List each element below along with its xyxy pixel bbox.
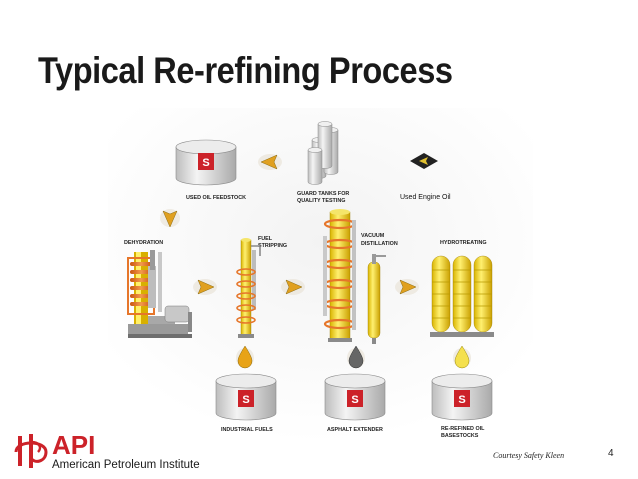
distillation-side-vessel: [367, 254, 386, 344]
label-asphalt-extender: ASPHALT EXTENDER: [327, 427, 383, 433]
rerefined-basestocks-tank: S: [431, 373, 493, 421]
basestock-drop-icon: [453, 345, 471, 369]
tank-logo-badge: [198, 153, 214, 170]
api-logo-icon: [14, 434, 48, 468]
guard-tanks: [307, 121, 339, 185]
label-hydrotreating: HYDROTREATING: [440, 240, 487, 246]
annotation-used-engine-oil: Used Engine Oil: [400, 194, 451, 201]
image-credit: Courtesy Safety Kleen: [493, 451, 565, 460]
label-vacuum-distillation-1: VACUUM: [361, 233, 385, 239]
flow-arrow-to-hydrotreating: [395, 279, 419, 295]
flow-arrow-to-fuel-stripping: [193, 279, 217, 295]
hydrotreating-reactors: [430, 255, 494, 337]
asphalt-extender-tank: S: [324, 373, 386, 421]
label-industrial-fuels: INDUSTRIAL FUELS: [221, 427, 273, 433]
fuel-stripping-column: [236, 238, 261, 338]
api-logo-text: API: [52, 430, 96, 460]
asphalt-extender-drop-icon: [347, 345, 365, 369]
used-oil-feedstock-tank: S: [175, 139, 237, 186]
label-vacuum-distillation-2: DISTILLATION: [361, 241, 398, 247]
slide-title: Typical Re-refining Process: [38, 50, 453, 91]
label-rerefined-2: BASESTOCKS: [441, 433, 479, 439]
label-used-oil-feedstock: USED OIL FEEDSTOCK: [186, 195, 246, 201]
label-fuel-stripping-2: STRIPPING: [258, 243, 287, 249]
flow-arrow-to-dehydration: [160, 209, 180, 228]
flow-arrow-to-vacuum-distillation: [281, 279, 305, 295]
label-dehydration: DEHYDRATION: [124, 240, 163, 246]
tank-logo-letter: S: [202, 157, 209, 169]
tank-logo-letter: S: [242, 394, 249, 406]
used-engine-oil-drop-icon: [410, 153, 438, 169]
vacuum-distillation-column: [323, 209, 357, 342]
industrial-fuels-drop-icon: [236, 345, 254, 369]
tank-logo-letter: S: [458, 394, 465, 406]
label-guard-tanks-1: GUARD TANKS FOR: [297, 191, 349, 197]
api-logo-subtitle: American Petroleum Institute: [52, 459, 200, 471]
label-fuel-stripping-1: FUEL: [258, 236, 273, 242]
label-rerefined-1: RE-REFINED OIL: [441, 426, 485, 432]
tank-logo-letter: S: [351, 394, 358, 406]
page-number: 4: [608, 448, 614, 459]
industrial-fuels-tank: S: [215, 373, 277, 421]
dehydration-unit: [127, 250, 192, 338]
flow-arrow-to-feedstock: [258, 154, 282, 170]
label-guard-tanks-2: QUALITY TESTING: [297, 198, 345, 204]
